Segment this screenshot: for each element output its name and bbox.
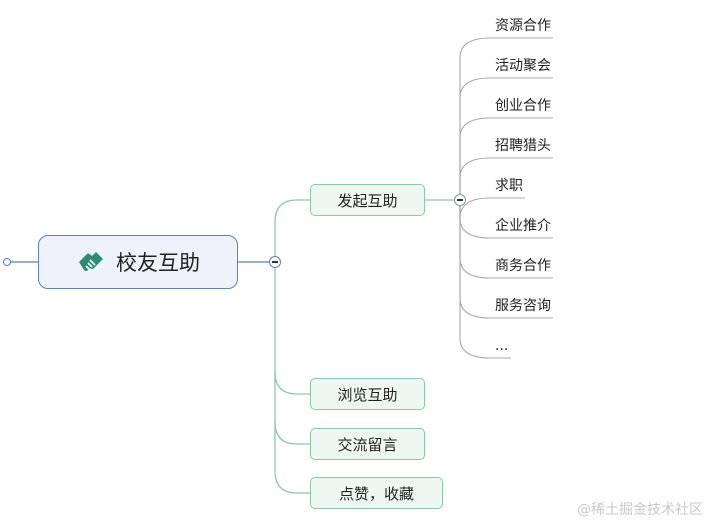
leaf-node[interactable]: 服务咨询 — [495, 298, 551, 314]
leaf-node[interactable]: 资源合作 — [495, 18, 551, 34]
child-label: 点赞，收藏 — [338, 484, 414, 503]
leaf-connector — [459, 206, 511, 359]
leaf-node[interactable]: 招聘猎头 — [495, 138, 551, 154]
leaf-connector — [459, 194, 525, 219]
leaf-node[interactable]: ... — [495, 338, 509, 354]
branch-line-3 — [274, 372, 310, 445]
leaf-connector — [459, 37, 553, 194]
root-label: 校友互助 — [116, 251, 200, 275]
child-label: 发起互助 — [337, 191, 398, 210]
child-node-like-collect[interactable]: 点赞，收藏 — [310, 477, 443, 509]
root-collapse-toggle[interactable] — [269, 256, 281, 268]
branch-line-2 — [274, 268, 310, 395]
child-label: 交流留言 — [337, 435, 398, 454]
leaf-connector — [459, 117, 553, 194]
child-label: 浏览互助 — [337, 385, 398, 404]
leaf-node[interactable]: 活动聚会 — [495, 58, 551, 74]
root-node[interactable]: 校友互助 — [38, 235, 238, 289]
leaf-node[interactable]: 企业推介 — [495, 218, 551, 234]
child-node-initiate[interactable]: 发起互助 — [310, 184, 425, 216]
leaf-node[interactable]: 求职 — [495, 178, 523, 194]
leaf-node[interactable]: 创业合作 — [495, 98, 551, 114]
sub-collapse-toggle[interactable] — [454, 194, 466, 206]
handshake-icon — [76, 247, 106, 277]
root-anchor-handle[interactable] — [3, 258, 11, 266]
child-node-message[interactable]: 交流留言 — [310, 428, 425, 460]
leaf-connector — [459, 157, 553, 194]
child-node-browse[interactable]: 浏览互助 — [310, 378, 425, 410]
leaf-node[interactable]: 商务合作 — [495, 258, 551, 274]
leaf-connector — [459, 77, 553, 194]
branch-line-1 — [274, 199, 310, 256]
branch-line-4 — [274, 422, 310, 494]
watermark: @稀土掘金技术社区 — [577, 502, 703, 518]
